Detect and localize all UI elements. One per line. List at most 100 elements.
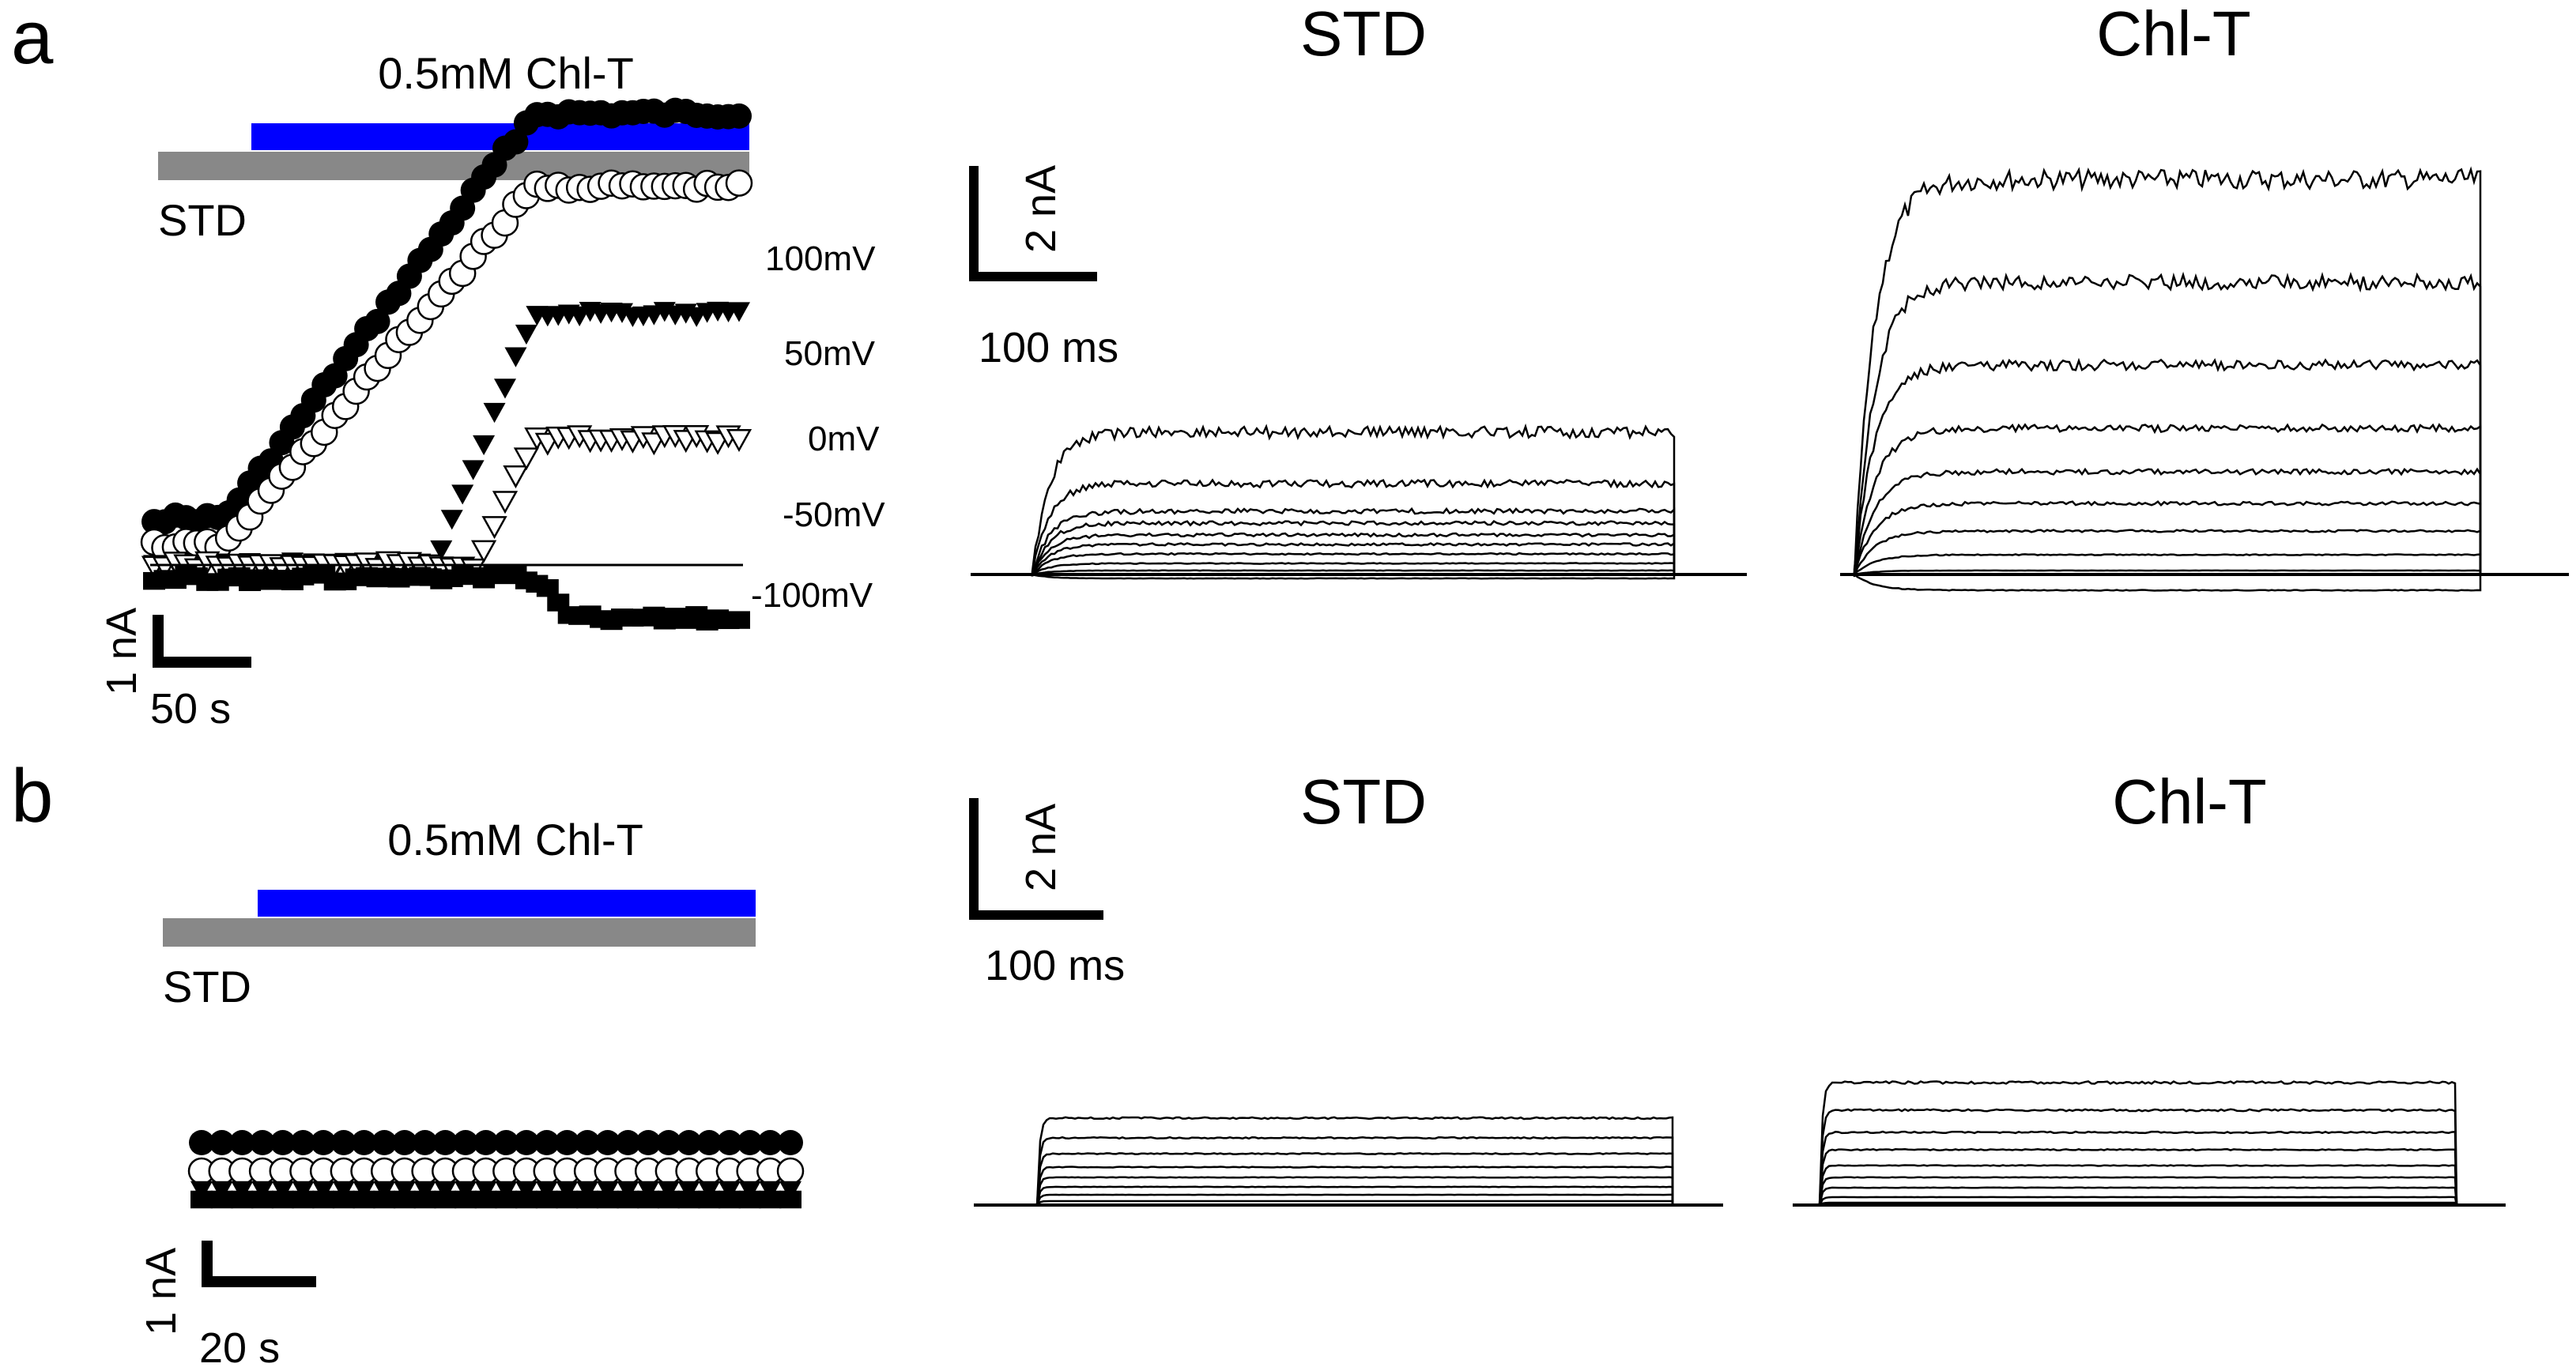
trace-title-chlt: Chl-T xyxy=(2112,766,2267,837)
timecourse-series-group xyxy=(187,1130,805,1209)
current-trace xyxy=(971,532,1747,576)
timecourse-point xyxy=(757,1130,783,1155)
panel-a-letter: a xyxy=(11,0,54,80)
timecourse-point xyxy=(575,1130,601,1155)
current-trace xyxy=(974,1176,1723,1207)
drug-application-bar xyxy=(258,890,756,917)
current-trace xyxy=(1793,1164,2506,1207)
panel-a-timecourse: 0.5mM Chl-T STD 100mV 50mV 0mV -50mV -10… xyxy=(98,48,885,733)
timecourse-point xyxy=(677,1190,700,1209)
timecourse-point xyxy=(473,435,496,456)
trace-title-std: STD xyxy=(1300,766,1427,837)
timecourse-point xyxy=(440,510,463,530)
timecourse-point xyxy=(311,1130,337,1155)
timecourse-point xyxy=(452,1130,478,1155)
current-trace xyxy=(1840,271,2569,576)
timecourse-point xyxy=(189,1130,214,1155)
timecourse-point xyxy=(594,1130,620,1155)
current-trace xyxy=(1840,357,2569,577)
scale-bar-x-label: 20 s xyxy=(199,1324,280,1371)
timecourse-point xyxy=(504,347,527,367)
baseline-label: STD xyxy=(158,195,247,245)
timecourse-point xyxy=(779,1190,801,1209)
current-trace xyxy=(1840,423,2569,576)
timecourse-point xyxy=(353,1190,375,1209)
trace-scale-y-label: 2 nA xyxy=(1017,804,1065,891)
timecourse-point xyxy=(503,129,529,155)
timecourse-point xyxy=(536,578,559,597)
current-traces xyxy=(1840,166,2569,592)
current-trace xyxy=(974,1136,1723,1207)
timecourse-point xyxy=(513,447,540,471)
timecourse-point xyxy=(209,1130,235,1155)
current-trace xyxy=(974,1116,1723,1207)
timecourse-point xyxy=(312,1190,335,1209)
current-trace xyxy=(971,562,1747,577)
timecourse-point xyxy=(492,491,519,514)
timecourse-point xyxy=(292,1190,315,1209)
timecourse-point xyxy=(250,1130,276,1155)
current-trace xyxy=(974,1193,1723,1207)
current-trace xyxy=(1793,1196,2506,1207)
timecourse-point xyxy=(495,1190,518,1209)
current-trace xyxy=(974,1166,1723,1207)
timecourse-point xyxy=(515,324,537,345)
current-trace xyxy=(1793,1201,2506,1207)
timecourse-point xyxy=(474,1190,497,1209)
timecourse-point xyxy=(615,1130,641,1155)
timecourse-point xyxy=(556,1190,579,1209)
current-traces xyxy=(971,423,1747,580)
timecourse-point xyxy=(229,1130,255,1155)
timecourse-point xyxy=(515,1190,538,1209)
current-trace xyxy=(971,573,1747,580)
timecourse-point xyxy=(391,1130,417,1155)
scale-bar-x-label: 50 s xyxy=(150,685,231,733)
timecourse-point xyxy=(716,1130,742,1155)
scale-bar-y-label: 1 nA xyxy=(138,1248,185,1335)
panel-b-letter: b xyxy=(11,754,53,838)
drug-application-label: 0.5mM Chl-T xyxy=(387,815,643,864)
timecourse-point xyxy=(473,1130,499,1155)
current-trace xyxy=(1840,166,2569,578)
current-trace xyxy=(971,541,1747,576)
timecourse-point xyxy=(462,460,485,480)
current-trace xyxy=(1840,500,2569,576)
timecourse-point xyxy=(432,1130,458,1155)
current-trace xyxy=(1793,1176,2506,1207)
series-label-50mv: 50mV xyxy=(784,334,876,373)
panel-a-std-traces: STD 2 nA 100 ms xyxy=(969,0,1747,580)
timecourse-point xyxy=(190,1190,213,1209)
timecourse-point xyxy=(493,1130,519,1155)
series-label-minus50mv: -50mV xyxy=(783,495,885,534)
trace-scale-x-label: 100 ms xyxy=(985,942,1125,989)
current-trace xyxy=(971,423,1747,576)
panel-b-std-traces: STD 2 nA 100 ms xyxy=(969,766,1723,1207)
timecourse-point xyxy=(726,429,752,453)
current-trace xyxy=(1793,1080,2506,1207)
timecourse-point xyxy=(483,402,506,424)
timecourse-point xyxy=(364,308,390,334)
trace-title-chlt: Chl-T xyxy=(2096,0,2251,69)
timecourse-point xyxy=(725,169,753,197)
current-trace xyxy=(971,520,1747,576)
timecourse-point xyxy=(251,1190,274,1209)
timecourse-point xyxy=(596,1190,619,1209)
current-trace xyxy=(1840,572,2569,592)
timecourse-point xyxy=(636,1130,662,1155)
current-trace xyxy=(974,1185,1723,1207)
timecourse-point xyxy=(503,465,529,489)
timecourse-point xyxy=(210,1190,233,1209)
current-trace xyxy=(971,478,1747,577)
timecourse-point xyxy=(393,1190,416,1209)
timecourse-point xyxy=(617,1190,639,1209)
current-trace xyxy=(971,569,1747,576)
timecourse-point xyxy=(737,1130,763,1155)
timecourse-point xyxy=(655,1130,681,1155)
timecourse-point xyxy=(676,1130,702,1155)
current-trace xyxy=(1840,529,2569,576)
trace-scale-bar xyxy=(969,798,1103,920)
trace-scale-x-label: 100 ms xyxy=(979,324,1118,371)
baseline-bar xyxy=(163,918,756,947)
timecourse-point xyxy=(728,302,750,322)
timecourse-point xyxy=(778,1130,803,1155)
